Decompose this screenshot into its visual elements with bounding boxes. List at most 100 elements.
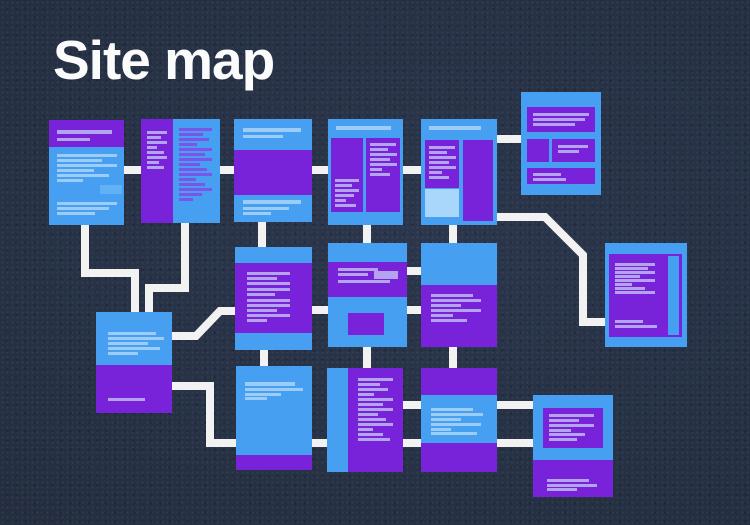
placeholder-text-line (338, 273, 368, 276)
placeholder-text-line (431, 423, 481, 426)
page-title: Site map (53, 29, 275, 91)
placeholder-text-line (370, 163, 397, 166)
placeholder-text-line (57, 212, 95, 215)
placeholder-text-line (57, 174, 109, 177)
placeholder-text-line (247, 293, 275, 296)
placeholder-text-line (370, 148, 388, 151)
placeholder-text-line (358, 433, 383, 436)
placeholder-text-line (243, 212, 271, 215)
placeholder-text-line (108, 352, 138, 355)
connector-r1c2-mid-left (145, 219, 189, 316)
placeholder-text-line (358, 438, 390, 441)
placeholder-text-line (431, 314, 453, 317)
placeholder-text-line (247, 288, 290, 291)
wireframe-block (374, 271, 398, 279)
wireframe-block (348, 313, 384, 335)
placeholder-text-line (247, 319, 267, 322)
placeholder-text-line (431, 413, 483, 416)
placeholder-text-line (338, 268, 378, 271)
placeholder-text-line (370, 173, 390, 176)
placeholder-text-line (57, 130, 112, 134)
wireframe-block (463, 140, 493, 221)
placeholder-text-line (179, 148, 212, 151)
placeholder-text-line (547, 484, 597, 487)
placeholder-text-line (179, 158, 212, 161)
placeholder-text-line (358, 378, 393, 381)
placeholder-text-line (547, 488, 577, 491)
wireframe-block (668, 256, 679, 335)
placeholder-text-line (179, 193, 202, 196)
placeholder-text-line (431, 304, 461, 307)
connector-mid-left-r3c3 (168, 382, 240, 447)
placeholder-text-line (179, 183, 205, 186)
placeholder-text-line (533, 118, 585, 121)
wireframe-block (234, 150, 312, 195)
sitemap-page-card-r1c1 (49, 120, 124, 225)
placeholder-text-line (558, 145, 588, 148)
sitemap-page-card-r1c5 (421, 119, 497, 225)
placeholder-text-line (179, 173, 212, 176)
placeholder-text-line (57, 164, 117, 167)
sitemap-page-card-r3c5 (421, 368, 497, 472)
placeholder-text-line (549, 438, 577, 441)
placeholder-text-line (247, 299, 290, 302)
placeholder-text-line (429, 146, 455, 149)
placeholder-text-line (179, 143, 197, 146)
placeholder-text-line (429, 126, 481, 130)
placeholder-text-line (335, 204, 356, 207)
placeholder-text-line (549, 433, 585, 436)
placeholder-text-line (245, 393, 281, 396)
placeholder-text-line (615, 325, 657, 328)
placeholder-text-line (108, 332, 156, 335)
placeholder-text-line (358, 418, 386, 421)
sitemap-page-card-r2c4 (328, 243, 407, 347)
placeholder-text-line (533, 173, 561, 176)
placeholder-text-line (147, 151, 164, 154)
placeholder-text-line (179, 168, 207, 171)
placeholder-text-line (429, 161, 449, 164)
placeholder-text-line (431, 299, 481, 302)
placeholder-text-line (108, 398, 145, 401)
placeholder-text-line (147, 146, 157, 149)
placeholder-text-line (615, 283, 632, 286)
placeholder-text-line (370, 153, 397, 156)
placeholder-text-line (549, 414, 594, 417)
placeholder-text-line (358, 423, 393, 426)
placeholder-text-line (179, 133, 203, 136)
placeholder-text-line (179, 153, 205, 156)
placeholder-text-line (358, 408, 393, 411)
wireframe-block (527, 139, 549, 162)
placeholder-text-line (245, 382, 295, 386)
placeholder-text-line (57, 179, 83, 182)
placeholder-text-line (108, 337, 164, 340)
placeholder-text-line (245, 388, 303, 391)
placeholder-text-line (147, 161, 159, 164)
placeholder-text-line (247, 309, 277, 312)
placeholder-text-line (370, 168, 382, 171)
wireframe-block (327, 368, 348, 472)
placeholder-text-line (358, 393, 374, 396)
placeholder-text-line (245, 397, 267, 400)
placeholder-text-line (243, 128, 301, 132)
placeholder-text-line (147, 136, 161, 139)
placeholder-text-line (57, 154, 117, 157)
placeholder-text-line (429, 176, 449, 179)
placeholder-text-line (358, 428, 373, 431)
placeholder-text-line (147, 131, 167, 134)
sitemap-page-card-top-right (521, 92, 601, 195)
placeholder-text-line (549, 429, 571, 432)
placeholder-text-line (615, 287, 645, 290)
placeholder-text-line (358, 403, 383, 406)
placeholder-text-line (615, 263, 655, 266)
placeholder-text-line (179, 163, 200, 166)
placeholder-text-line (429, 171, 442, 174)
connector-mid-left-r2c3 (168, 307, 239, 340)
placeholder-text-line (247, 282, 290, 285)
placeholder-text-line (179, 138, 209, 141)
placeholder-text-line (431, 309, 481, 312)
placeholder-text-line (243, 135, 283, 138)
placeholder-text-line (615, 275, 640, 278)
placeholder-text-line (615, 320, 643, 323)
placeholder-text-line (615, 279, 655, 282)
placeholder-text-line (431, 428, 451, 431)
